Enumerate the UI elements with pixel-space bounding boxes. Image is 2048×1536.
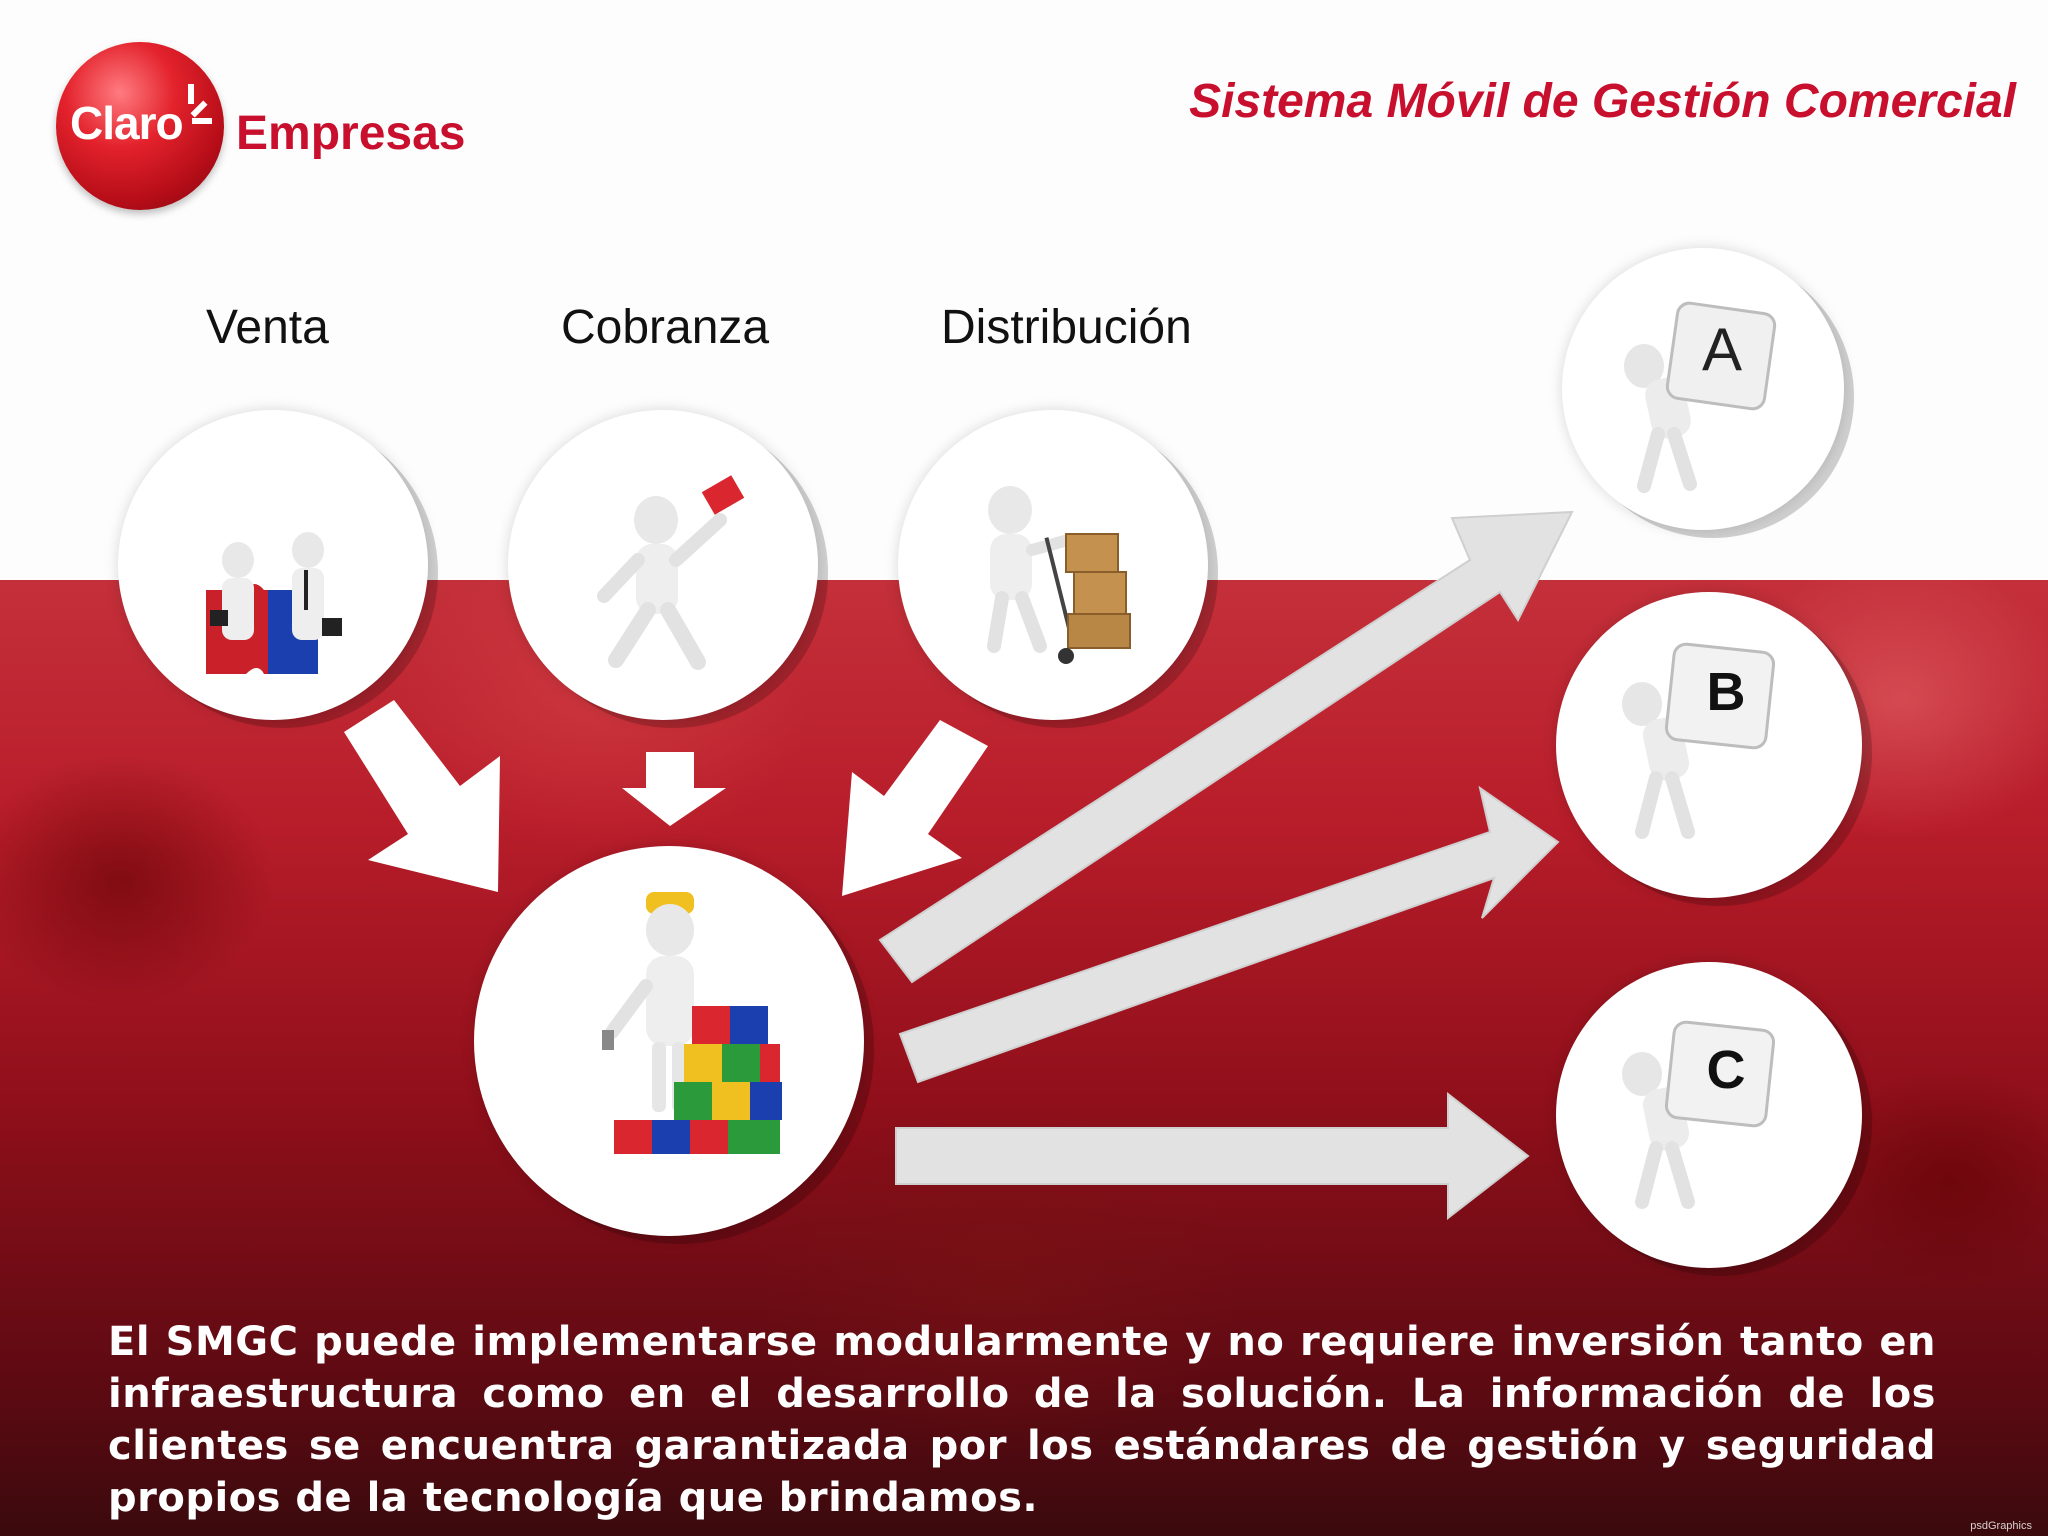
- module-label-distribucion: Distribución: [941, 301, 1192, 354]
- figure-carrying-key-b-icon: B: [1622, 642, 1776, 839]
- key-letter-a: A: [1702, 316, 1742, 383]
- output-circle-a[interactable]: A: [1562, 248, 1844, 530]
- arrow-cobranza-to-center: [622, 752, 726, 826]
- module-circle-distribucion[interactable]: [898, 410, 1208, 720]
- module-label-venta: Venta: [206, 301, 329, 354]
- module-circle-venta[interactable]: [118, 410, 428, 720]
- puzzle-builder-icon: [602, 892, 782, 1154]
- arrow-center-to-a: [878, 510, 1574, 984]
- handshake-puzzle-icon: [206, 532, 342, 674]
- logo-brand-text: Claro: [70, 97, 184, 149]
- page-title: Sistema Móvil de Gestión Comercial: [1189, 75, 2016, 128]
- running-messenger-icon: [597, 475, 745, 670]
- center-circle[interactable]: [474, 846, 864, 1236]
- key-letter-c: C: [1707, 1040, 1746, 1100]
- key-letter-b: B: [1707, 662, 1746, 722]
- output-circle-c[interactable]: C: [1556, 962, 1862, 1268]
- logo-ball: [56, 42, 224, 210]
- arrow-distribucion-to-center: [842, 720, 988, 896]
- output-circle-b[interactable]: B: [1556, 592, 1862, 898]
- module-circle-cobranza[interactable]: [508, 410, 818, 720]
- hand-truck-boxes-icon: [987, 486, 1131, 664]
- arrow-venta-to-center: [344, 700, 500, 892]
- logo-rays-icon: [188, 84, 212, 124]
- module-label-cobranza: Cobranza: [561, 301, 770, 354]
- footer-credit: psdGraphics: [1970, 1520, 2032, 1532]
- figure-carrying-key-c-icon: C: [1622, 1020, 1776, 1209]
- logo-sub-text: Empresas: [236, 107, 466, 160]
- puzzle-wall: [614, 1006, 782, 1154]
- arrow-center-to-c: [895, 1091, 1530, 1221]
- description-paragraph: El SMGC puede implementarse modularmente…: [108, 1319, 1936, 1521]
- arrow-center-to-b: [898, 785, 1560, 1084]
- figure-carrying-key-a-icon: A: [1624, 301, 1777, 493]
